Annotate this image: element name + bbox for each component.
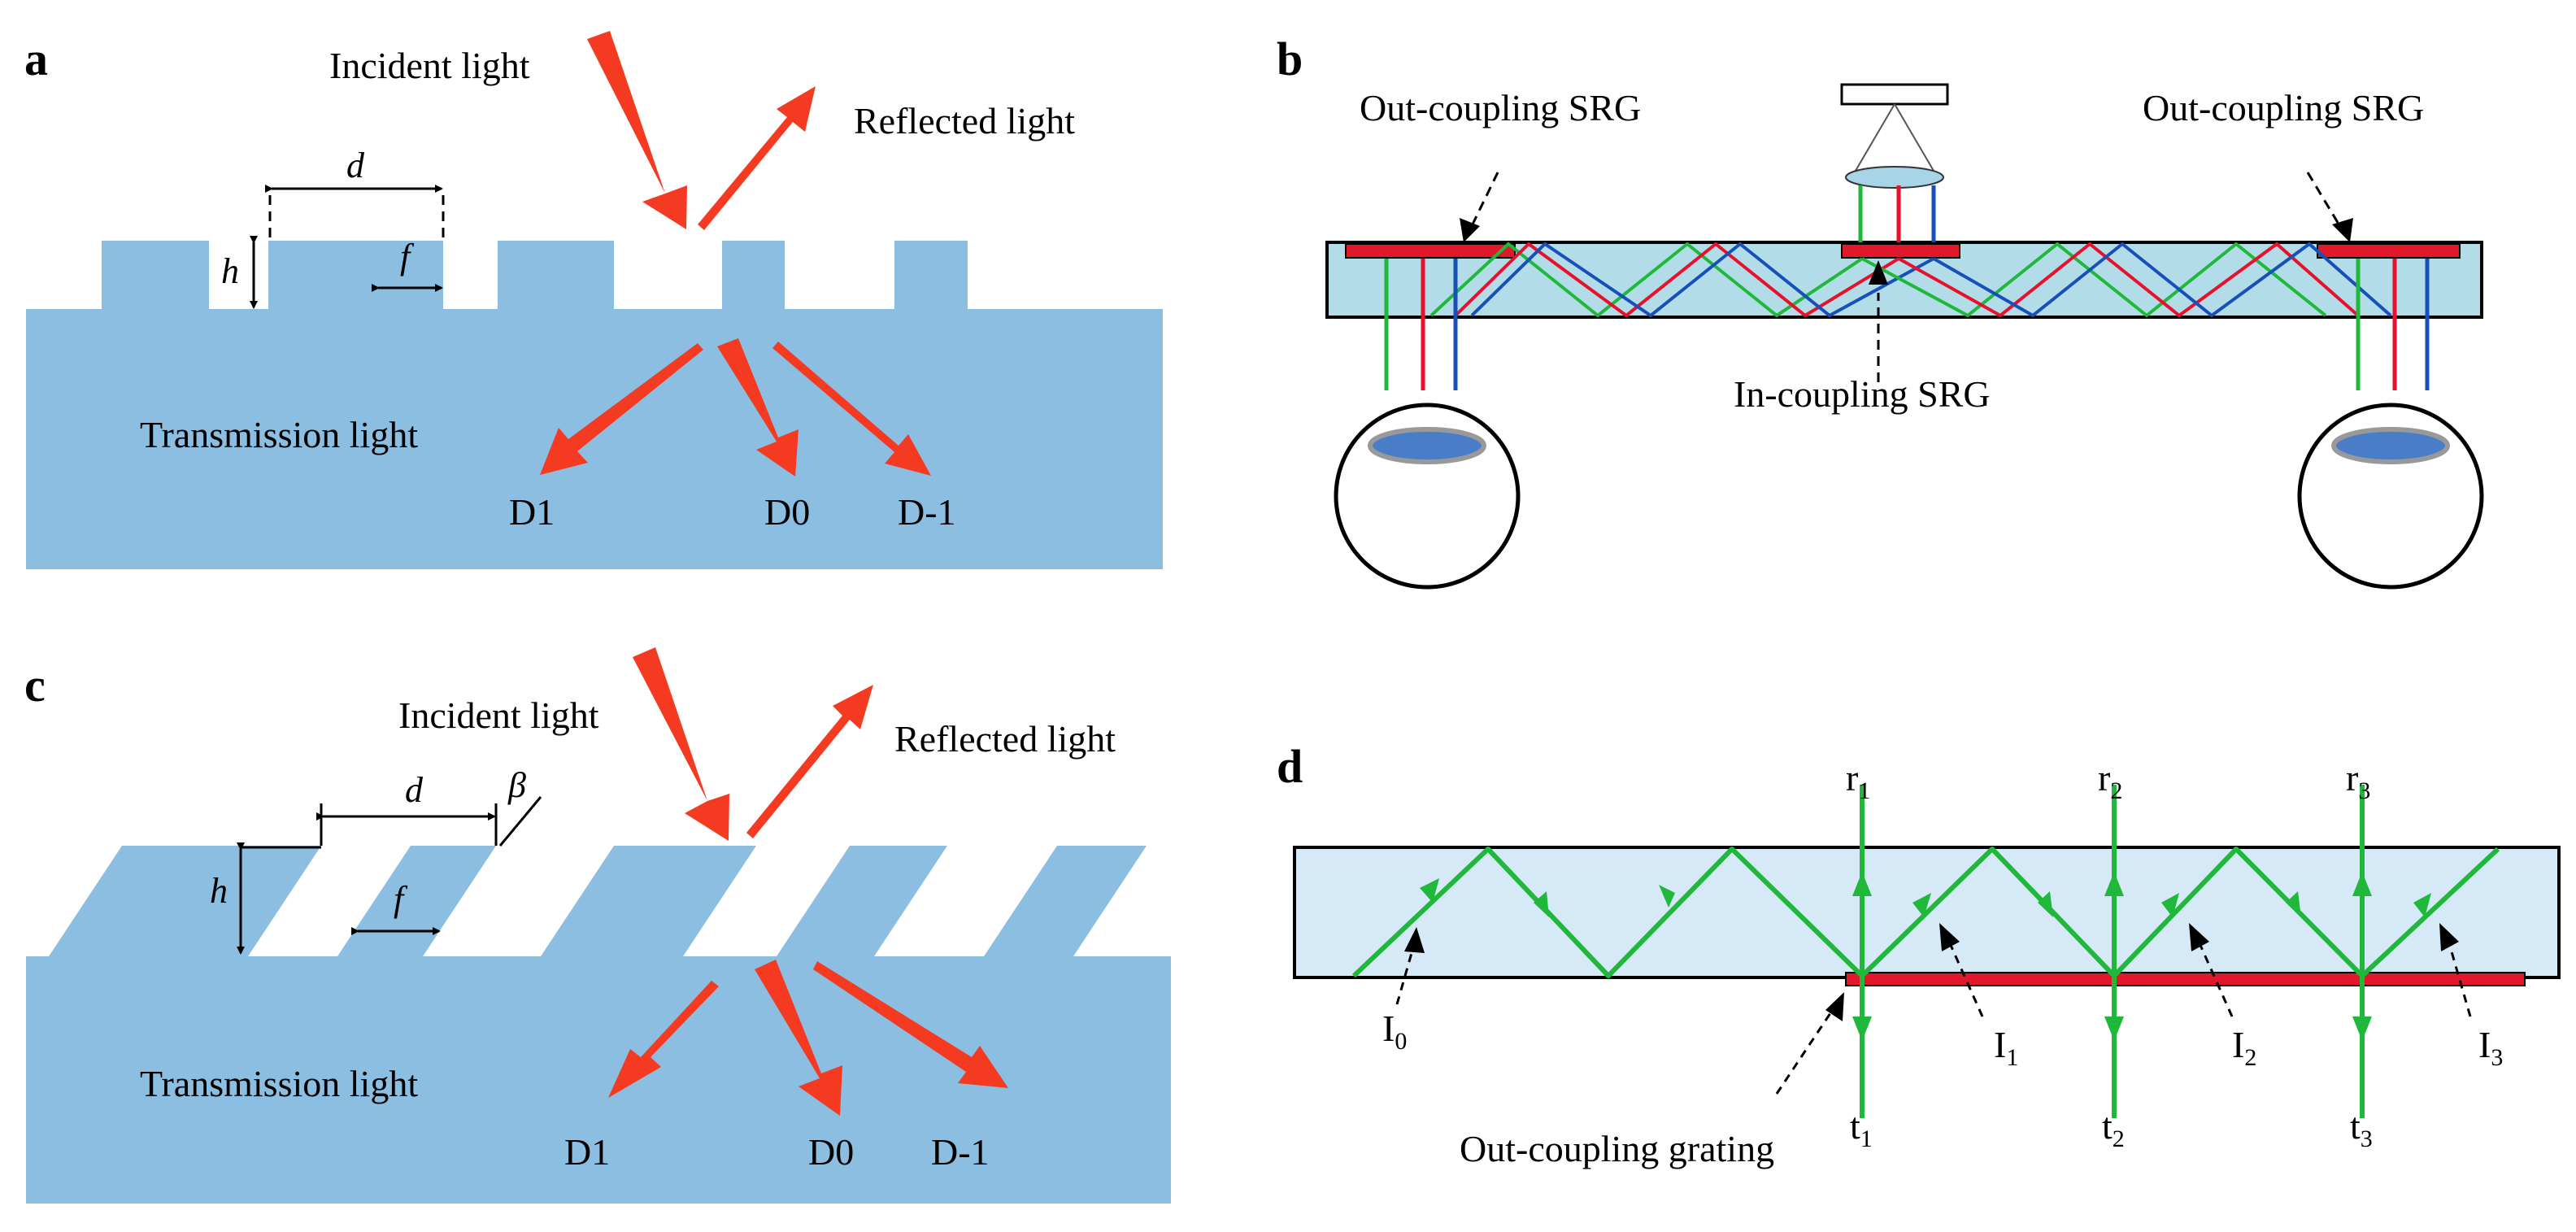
panel-c-order-d1: D1 <box>564 1131 610 1173</box>
panel-b-input-beams <box>1858 185 1936 242</box>
panel-d-callout-heads <box>1404 923 2459 1021</box>
panel-b-outcoupling-grating-left <box>1345 243 1516 259</box>
panel-d-intensity-callouts <box>1395 943 2472 1095</box>
panel-b-letter: b <box>1277 33 1303 85</box>
panel-d-r2: r2 <box>2098 757 2122 804</box>
panel-d-r1: r1 <box>1846 757 1870 804</box>
panel-d-r3: r3 <box>2346 757 2370 804</box>
panel-a-incident-arrow <box>587 31 687 229</box>
panel-c-dm1-arrow <box>813 961 1008 1088</box>
panel-d-t3: t3 <box>2350 1105 2373 1152</box>
panel-b-eye-left <box>1334 403 1521 590</box>
panel-a-letter: a <box>24 33 48 85</box>
panel-a: a d h f Incident light Reflected light T… <box>24 31 1163 569</box>
panel-c-transmission-label: Transmission light <box>140 1063 418 1104</box>
panel-c-angle-label: β <box>507 765 526 805</box>
panel-a-order-d1: D1 <box>509 491 555 533</box>
panel-c-incident-label: Incident light <box>398 694 599 736</box>
panel-a-order-dm1: D-1 <box>898 491 956 533</box>
panel-b-incoupling-label: In-coupling SRG <box>1734 373 1991 415</box>
panel-a-incident-label: Incident light <box>329 45 530 86</box>
panel-a-d0-arrow <box>717 338 798 477</box>
panel-d-t1: t1 <box>1850 1105 1873 1152</box>
panel-d-outcoupling-grating <box>1845 972 2526 986</box>
panel-a-order-d0: D0 <box>764 491 810 533</box>
panel-a-dm1-arrow <box>772 342 931 476</box>
panel-a-reflected-arrow <box>698 86 816 230</box>
panel-a-period-label: d <box>346 146 365 185</box>
panel-d-i3: I3 <box>2478 1024 2503 1071</box>
panel-b-lens <box>1845 166 1944 189</box>
panel-c-dimensions <box>237 796 542 955</box>
panel-a-transmission-label: Transmission light <box>140 414 418 455</box>
panel-d-t2: t2 <box>2102 1105 2125 1152</box>
panel-d-i2: I2 <box>2232 1024 2256 1071</box>
panel-d-beam-arrowheads <box>1420 872 2431 1041</box>
panel-b-eye-right <box>2297 403 2484 590</box>
panel-d-grating-label: Out-coupling grating <box>1460 1128 1774 1169</box>
panel-b-zigzag-beams <box>1429 242 2392 318</box>
panel-b-incoupling-grating <box>1841 243 1960 259</box>
panel-a-reflected-label: Reflected light <box>854 100 1075 141</box>
panel-b-display <box>1840 83 1949 106</box>
panel-a-d1-arrow <box>540 343 703 475</box>
panel-d-i0: I0 <box>1382 1008 1407 1055</box>
panel-a-height-label: h <box>221 251 239 291</box>
panel-c-substrate <box>26 846 1171 1204</box>
panel-c-beams <box>608 647 1008 1116</box>
panel-d-letter: d <box>1277 740 1303 793</box>
panel-c-period-label: d <box>405 770 424 810</box>
panel-b-outcoupling-left-label: Out-coupling SRG <box>1360 87 1641 128</box>
panel-c-reflected-label: Reflected light <box>894 718 1116 760</box>
panel-b-output-beams-left <box>1384 259 1458 390</box>
panel-b-callout-heads <box>1460 218 2353 285</box>
panel-b-callouts <box>1469 172 2343 382</box>
panel-c-order-dm1: D-1 <box>931 1131 990 1173</box>
panel-b-outcoupling-right-label: Out-coupling SRG <box>2143 87 2424 128</box>
panel-c-height-label: h <box>210 871 228 911</box>
panel-a-substrate <box>26 241 1163 569</box>
panel-c: c d h f β Incident light Reflected light… <box>24 647 1171 1204</box>
panel-d-i1: I1 <box>1994 1024 2018 1071</box>
panel-c-letter: c <box>24 659 46 712</box>
panel-b: b <box>1277 33 2484 590</box>
panel-d: d <box>1277 740 2561 1169</box>
panel-a-dimensions <box>250 185 445 309</box>
panel-c-order-d0: D0 <box>808 1131 854 1173</box>
panel-c-d0-arrow <box>755 960 842 1116</box>
panel-c-d1-arrow <box>608 981 719 1098</box>
panel-b-output-beams-right <box>2356 259 2430 390</box>
panel-b-projection-lines <box>1855 103 1934 172</box>
panel-c-reflected-arrow <box>746 685 873 838</box>
panel-a-beams <box>540 31 931 477</box>
panel-b-outcoupling-grating-right <box>2317 243 2461 259</box>
panel-c-incident-arrow <box>633 647 729 841</box>
